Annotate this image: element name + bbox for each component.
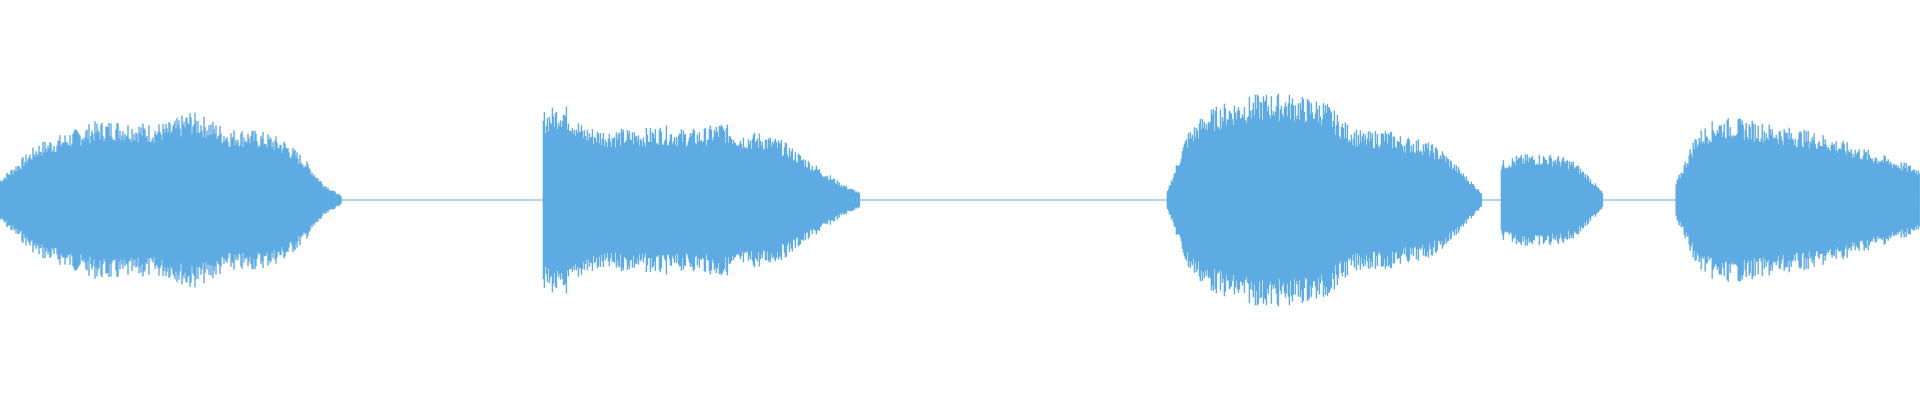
waveform-segment-4-body (1501, 165, 1602, 235)
waveform-segment-2-body (543, 128, 860, 272)
waveform-segment-1-body (0, 134, 340, 266)
waveform-segments (0, 93, 1920, 307)
waveform-segment-5-body (1676, 139, 1919, 261)
waveform-segment-3-body (1167, 121, 1482, 279)
